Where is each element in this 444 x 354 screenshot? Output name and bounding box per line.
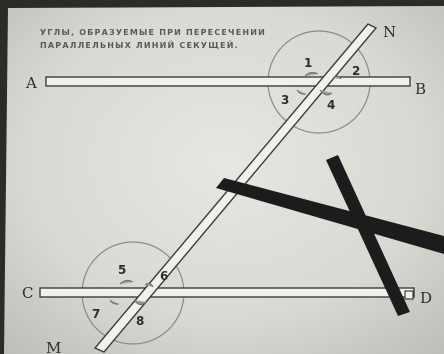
point-label-b: B — [415, 80, 426, 98]
angle-label-3: 3 — [281, 93, 289, 107]
point-label-m: M — [46, 339, 61, 354]
point-label-a: A — [25, 74, 37, 92]
lower-angle-markers — [109, 279, 154, 306]
pointer-stick-diagonal — [326, 155, 410, 316]
angle-label-6: 6 — [160, 269, 168, 283]
line-ab — [45, 76, 411, 87]
line-cd — [39, 287, 415, 300]
angle-label-8: 8 — [136, 314, 144, 328]
caption-line-1: УГЛЫ, ОБРАЗУЕМЫЕ ПРИ ПЕРЕСЕЧЕНИИ — [40, 28, 266, 37]
angle-label-7: 7 — [92, 307, 100, 321]
pointer-sticks — [216, 155, 444, 316]
angle-label-5: 5 — [118, 263, 126, 277]
point-label-c: C — [22, 284, 33, 302]
angle-label-4: 4 — [327, 98, 335, 112]
pointer-stick-horizontal — [216, 178, 444, 254]
point-label-n: N — [383, 23, 396, 41]
angle-label-2: 2 — [352, 64, 360, 78]
caption-line-2: ПАРАЛЛЕЛЬНЫХ ЛИНИЙ СЕКУЩЕЙ. — [40, 39, 239, 50]
upper-angle-markers — [296, 71, 342, 96]
angle-label-1: 1 — [304, 56, 312, 70]
point-label-d: D — [420, 289, 432, 307]
